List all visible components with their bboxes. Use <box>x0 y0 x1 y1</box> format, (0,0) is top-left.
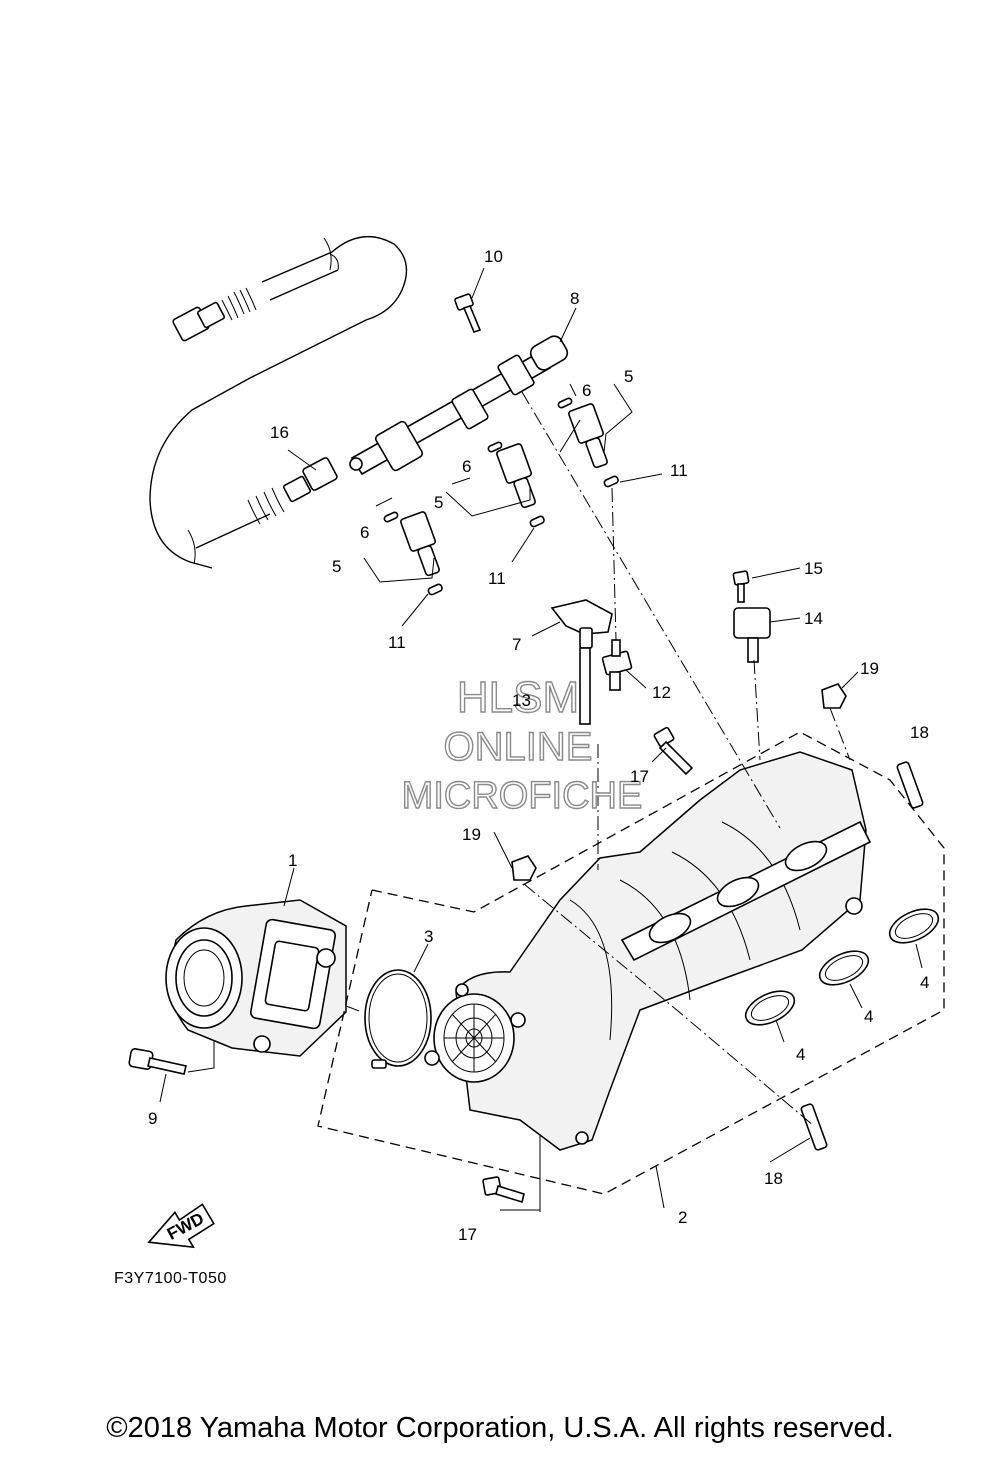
guide-lines <box>317 391 945 1195</box>
callout-14: 14 <box>804 609 823 628</box>
fuel-hose <box>149 235 408 569</box>
figure-code: F3Y7100-T050 <box>114 1270 227 1287</box>
watermark-line2: ONLINE <box>444 725 593 769</box>
copyright-notice: ©2018 Yamaha Motor Corporation, U.S.A. A… <box>106 1412 894 1444</box>
fuel-rail <box>349 335 569 476</box>
callout-13: 13 <box>512 691 531 710</box>
callout-17b: 17 <box>458 1225 477 1244</box>
throttle-body <box>165 899 347 1057</box>
callout-5b: 5 <box>434 493 443 512</box>
callout-1: 1 <box>288 851 297 870</box>
gasket-3 <box>364 969 432 1069</box>
callout-7: 7 <box>512 635 521 654</box>
callout-15: 15 <box>804 559 823 578</box>
callout-16: 16 <box>270 423 289 442</box>
callout-18a: 18 <box>910 723 929 742</box>
callout-6c: 6 <box>582 381 591 400</box>
callout-3: 3 <box>424 927 433 946</box>
callout-17a: 17 <box>630 767 649 786</box>
callout-12: 12 <box>652 683 671 702</box>
callout-2: 2 <box>678 1208 687 1227</box>
watermark: HLSM ONLINE MICROFICHE <box>401 672 643 817</box>
callout-10: 10 <box>484 247 503 266</box>
callout-6b: 6 <box>462 457 471 476</box>
callout-11b: 11 <box>488 569 506 588</box>
callout-4b: 4 <box>864 1007 873 1026</box>
callout-5c: 5 <box>624 367 633 386</box>
sensors <box>550 570 771 725</box>
bolt-9 <box>128 1048 187 1075</box>
callout-5a: 5 <box>332 557 341 576</box>
watermark-line3: MICROFICHE <box>402 775 643 817</box>
fasteners <box>482 683 924 1204</box>
bolt-10 <box>454 293 482 333</box>
intake-manifold <box>424 751 872 1151</box>
callout-19a: 19 <box>860 659 879 678</box>
injectors <box>383 397 619 596</box>
watermark-line1: HLSM <box>457 673 579 722</box>
callout-8: 8 <box>570 289 579 308</box>
leader-lines <box>159 267 923 1212</box>
callout-18b: 18 <box>764 1169 783 1188</box>
fwd-arrow: FWD <box>147 1203 215 1249</box>
callout-4a: 4 <box>796 1045 805 1064</box>
callout-19b: 19 <box>462 825 481 844</box>
callout-6a: 6 <box>360 523 369 542</box>
callouts: 1 2 3 4 4 4 5 5 5 6 6 6 7 8 9 10 11 11 1… <box>148 247 929 1244</box>
callout-11a: 11 <box>388 633 406 652</box>
callout-9: 9 <box>148 1109 157 1128</box>
callout-11c: 11 <box>670 461 688 480</box>
callout-4c: 4 <box>920 973 929 992</box>
